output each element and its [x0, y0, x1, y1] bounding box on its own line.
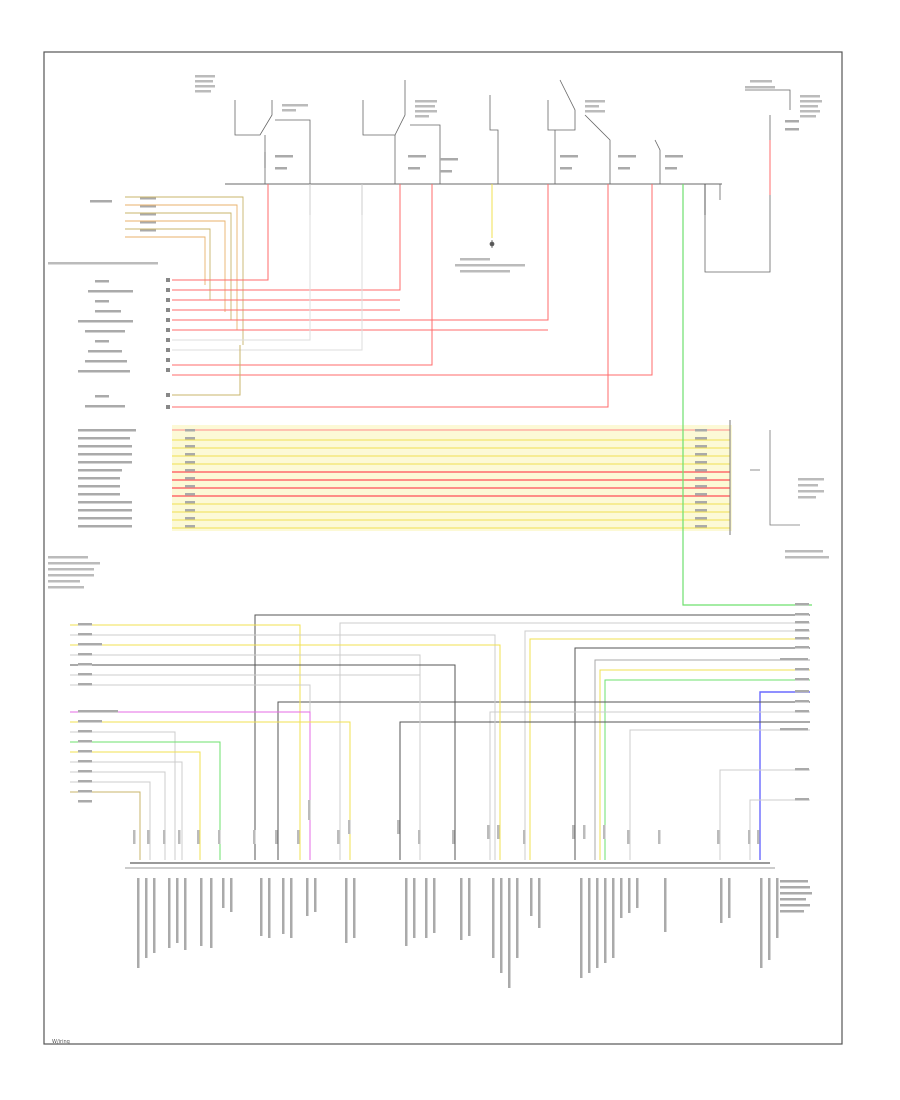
seat-switch-band-labels	[78, 429, 707, 528]
module-pin-labels	[130, 862, 770, 864]
connector-a-pins	[166, 278, 170, 409]
top-label-blocks	[48, 75, 829, 589]
lower-left-labels	[78, 623, 118, 803]
top-switch-group	[225, 79, 791, 273]
footer-code: W/iring	[52, 1039, 70, 1045]
left-upper-labels	[90, 197, 156, 232]
seat-switch-band	[172, 420, 800, 535]
left-top-bundle	[125, 196, 244, 345]
connector-a-wires	[172, 190, 653, 408]
bus-drops	[267, 140, 771, 238]
lower-right-labels	[780, 603, 809, 801]
module-bottom-labels	[137, 878, 812, 988]
module-wire-tags	[133, 800, 760, 844]
connector-a-labels	[78, 280, 133, 408]
bus-fuse-marks	[275, 120, 799, 173]
diagram-frame	[43, 51, 843, 1045]
lower-wiring	[70, 614, 810, 860]
green-main-wire	[682, 184, 812, 606]
